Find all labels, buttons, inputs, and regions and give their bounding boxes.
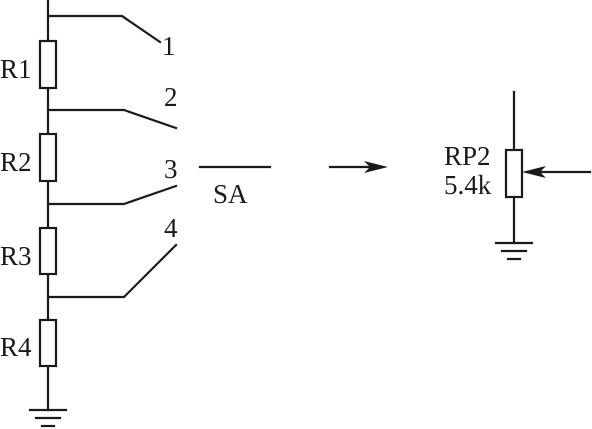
pot-wiper-arrow: [522, 166, 592, 178]
resistor-label-r1: R1: [0, 54, 32, 84]
switch-position-3: 3: [164, 154, 178, 184]
ground-symbol-right: [494, 241, 534, 261]
resistor-label-r3: R3: [0, 241, 32, 271]
selector-switch: 1 2 3 4 SA: [46, 14, 272, 299]
resistor-r2: [38, 132, 58, 183]
potentiometer: RP2 5.4k: [444, 90, 592, 261]
resistor-r3: [38, 226, 58, 276]
switch-position-2: 2: [164, 82, 178, 112]
equivalence-arrow: [328, 161, 388, 173]
pot-body: [504, 148, 524, 199]
resistor-ladder: R1 R2 R3 R4: [0, 0, 68, 428]
resistor-r4: [38, 318, 58, 368]
switch-tap-2: [46, 108, 178, 130]
resistor-label-r4: R4: [0, 332, 32, 362]
resistor-r1: [38, 39, 58, 90]
pot-label: RP2: [444, 141, 491, 171]
switch-tap-1: [46, 14, 162, 44]
pot-value: 5.4k: [444, 170, 492, 200]
switch-position-1: 1: [162, 31, 176, 61]
switch-position-4: 4: [164, 213, 178, 243]
ground-symbol-left: [28, 408, 68, 428]
switch-tap-3: [46, 184, 178, 206]
switch-tap-4: [46, 243, 178, 299]
switch-label: SA: [213, 179, 248, 209]
resistor-label-r2: R2: [0, 147, 32, 177]
